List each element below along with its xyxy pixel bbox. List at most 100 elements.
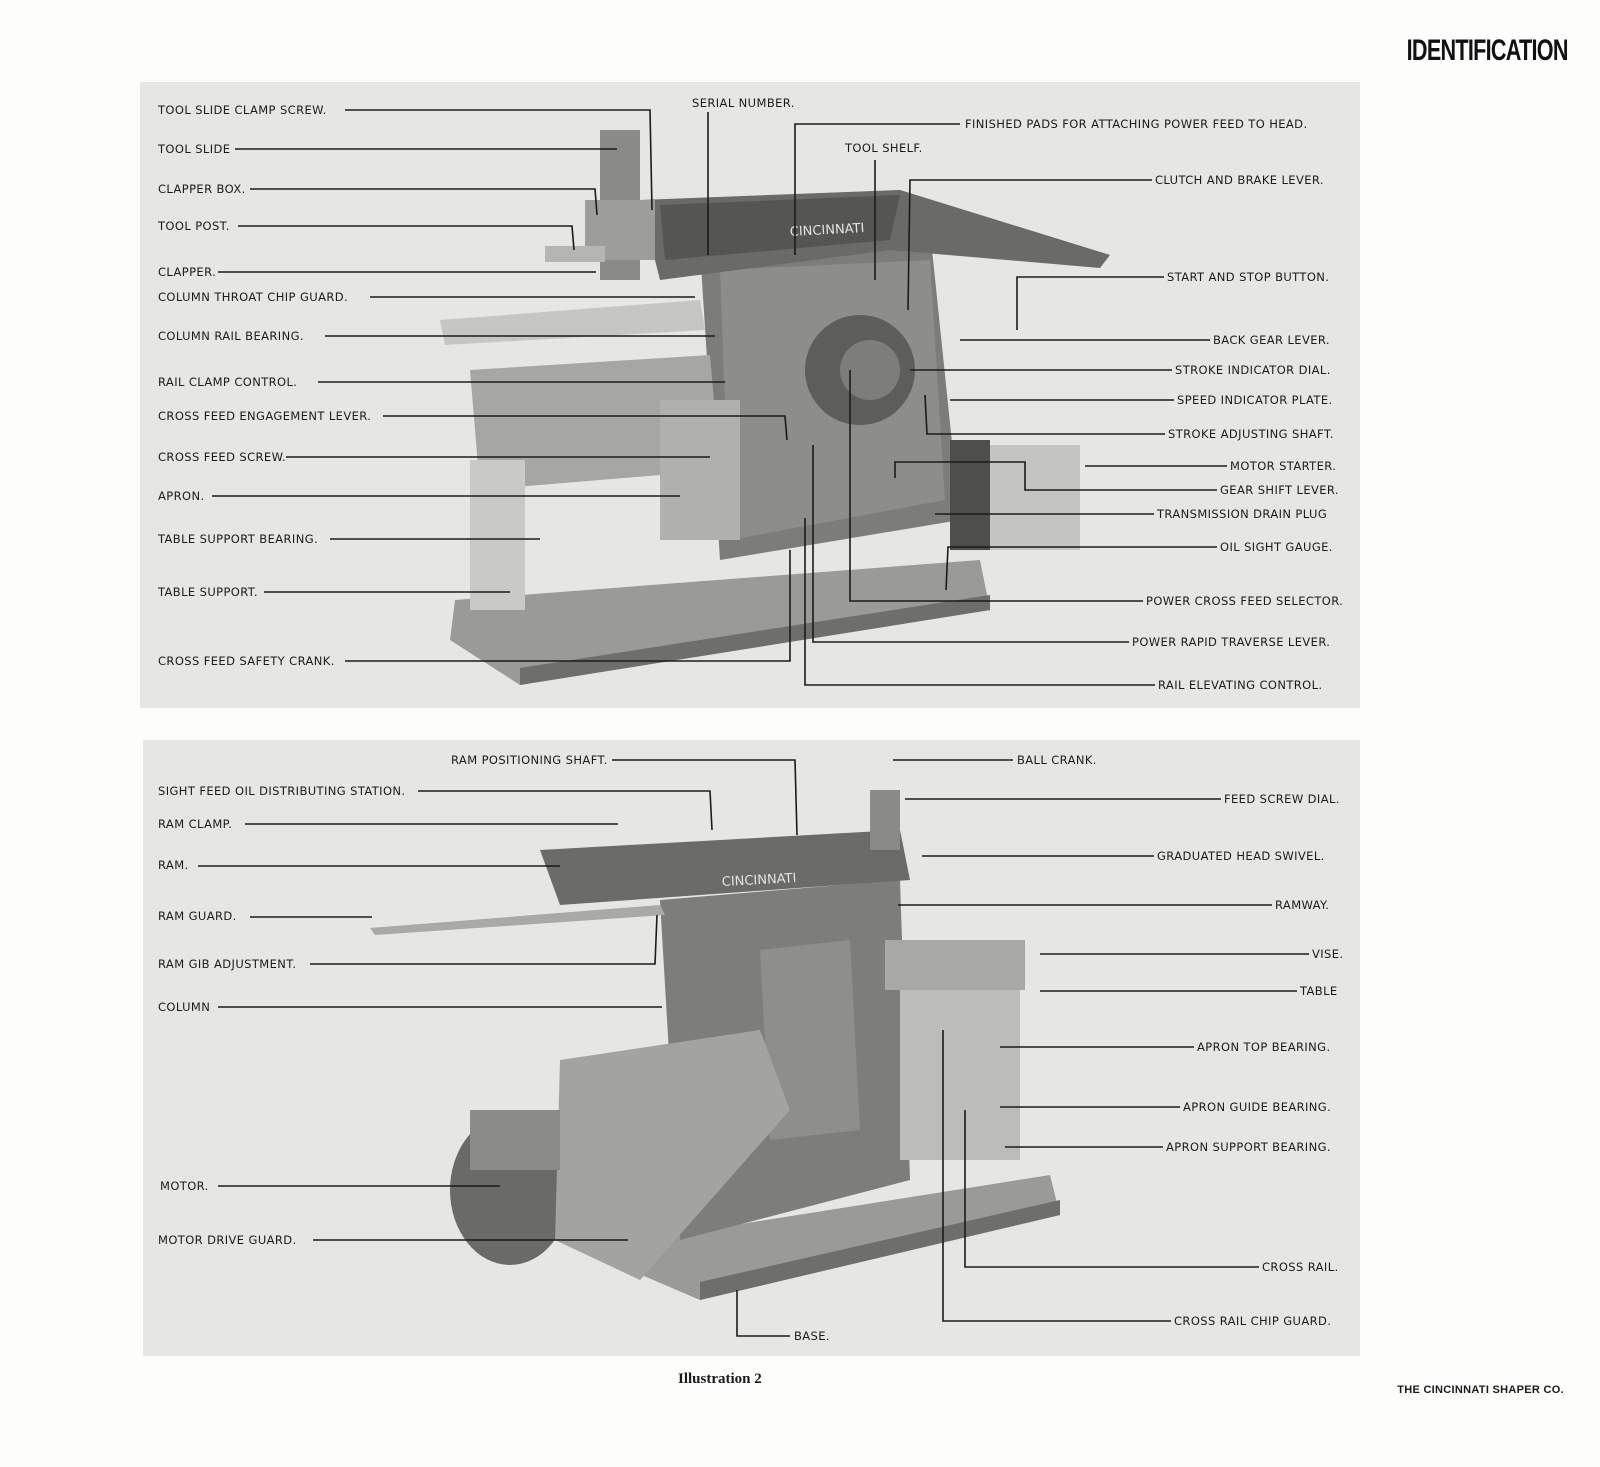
publisher-footer: THE CINCINNATI SHAPER CO. [1397, 1384, 1564, 1396]
callout-ram-gib-adjustment: RAM GIB ADJUSTMENT. [158, 914, 658, 971]
svg-text:APRON GUIDE BEARING.: APRON GUIDE BEARING. [1183, 1100, 1331, 1114]
svg-text:CLUTCH AND BRAKE LEVER.: CLUTCH AND BRAKE LEVER. [1155, 173, 1324, 187]
svg-text:GEAR SHIFT LEVER.: GEAR SHIFT LEVER. [1220, 483, 1339, 497]
callout-tool-shelf: TOOL SHELF. [844, 141, 923, 280]
callout-cross-feed-engagement-lever: CROSS FEED ENGAGEMENT LEVER. [158, 409, 788, 441]
callout-ram-positioning-shaft: RAM POSITIONING SHAFT. [451, 753, 798, 836]
svg-text:COLUMN THROAT CHIP GUARD.: COLUMN THROAT CHIP GUARD. [158, 290, 348, 304]
callout-table: TABLE [1040, 984, 1338, 998]
callout-power-rapid-traverse-lever: POWER RAPID TRAVERSE LEVER. [812, 445, 1330, 649]
svg-text:VISE.: VISE. [1312, 947, 1343, 961]
callout-oil-sight-gauge: OIL SIGHT GAUGE. [945, 540, 1333, 591]
svg-text:SERIAL NUMBER.: SERIAL NUMBER. [692, 96, 795, 110]
callout-rail-clamp-control: RAIL CLAMP CONTROL. [158, 375, 725, 389]
callout-apron-support-bearing: APRON SUPPORT BEARING. [1005, 1140, 1331, 1154]
svg-text:CLAPPER BOX.: CLAPPER BOX. [158, 182, 246, 196]
bottom-nameplate: CINCINNATI [721, 871, 796, 890]
callout-ram: RAM. [158, 858, 560, 872]
svg-text:CROSS RAIL CHIP GUARD.: CROSS RAIL CHIP GUARD. [1174, 1314, 1331, 1328]
svg-text:RAM GIB ADJUSTMENT.: RAM GIB ADJUSTMENT. [158, 957, 296, 971]
svg-text:BASE.: BASE. [794, 1329, 830, 1343]
svg-text:SIGHT FEED OIL DISTRIBUTING ST: SIGHT FEED OIL DISTRIBUTING STATION. [158, 784, 405, 798]
callout-serial-number: SERIAL NUMBER. [692, 96, 795, 255]
callout-apron-guide-bearing: APRON GUIDE BEARING. [1000, 1100, 1331, 1114]
svg-text:POWER CROSS FEED SELECTOR.: POWER CROSS FEED SELECTOR. [1146, 594, 1343, 608]
svg-text:MOTOR DRIVE GUARD.: MOTOR DRIVE GUARD. [158, 1233, 297, 1247]
svg-text:COLUMN: COLUMN [158, 1000, 210, 1014]
svg-text:RAM GUARD.: RAM GUARD. [158, 909, 237, 923]
callout-clapper-box: CLAPPER BOX. [158, 182, 598, 216]
svg-text:FINISHED PADS FOR ATTACHING PO: FINISHED PADS FOR ATTACHING POWER FEED T… [965, 117, 1308, 131]
callout-finished-pads: FINISHED PADS FOR ATTACHING POWER FEED T… [794, 117, 1308, 255]
callout-apron-top-bearing: APRON TOP BEARING. [1000, 1040, 1331, 1054]
svg-text:TOOL POST.: TOOL POST. [157, 219, 230, 233]
svg-text:GRADUATED HEAD SWIVEL.: GRADUATED HEAD SWIVEL. [1157, 849, 1325, 863]
svg-text:RAM CLAMP.: RAM CLAMP. [158, 817, 232, 831]
callout-stroke-indicator-dial: STROKE INDICATOR DIAL. [910, 363, 1331, 377]
callout-apron: APRON. [158, 489, 680, 503]
svg-text:TABLE SUPPORT.: TABLE SUPPORT. [157, 585, 258, 599]
svg-text:TOOL SLIDE CLAMP SCREW.: TOOL SLIDE CLAMP SCREW. [157, 103, 327, 117]
svg-text:TABLE: TABLE [1299, 984, 1338, 998]
svg-text:CROSS FEED SCREW.: CROSS FEED SCREW. [158, 450, 286, 464]
callout-clutch-and-brake-lever: CLUTCH AND BRAKE LEVER. [907, 173, 1324, 311]
callout-column: COLUMN [158, 1000, 662, 1014]
svg-text:STROKE ADJUSTING SHAFT.: STROKE ADJUSTING SHAFT. [1168, 427, 1334, 441]
svg-text:APRON SUPPORT BEARING.: APRON SUPPORT BEARING. [1166, 1140, 1331, 1154]
callout-ball-crank: BALL CRANK. [893, 753, 1096, 767]
svg-text:CLAPPER.: CLAPPER. [158, 265, 216, 279]
svg-text:TOOL SHELF.: TOOL SHELF. [844, 141, 923, 155]
svg-text:RAMWAY.: RAMWAY. [1275, 898, 1329, 912]
svg-text:CROSS RAIL.: CROSS RAIL. [1262, 1260, 1339, 1274]
svg-text:RAM.: RAM. [158, 858, 189, 872]
callout-base: BASE. [736, 1290, 830, 1343]
callout-transmission-drain-plug: TRANSMISSION DRAIN PLUG [935, 507, 1327, 521]
illustration-caption: Illustration 2 [678, 1371, 762, 1387]
callout-power-cross-feed-selector: POWER CROSS FEED SELECTOR. [849, 370, 1343, 608]
svg-text:POWER RAPID TRAVERSE LEVER.: POWER RAPID TRAVERSE LEVER. [1132, 635, 1330, 649]
svg-text:RAIL ELEVATING CONTROL.: RAIL ELEVATING CONTROL. [1158, 678, 1323, 692]
svg-text:APRON TOP BEARING.: APRON TOP BEARING. [1197, 1040, 1331, 1054]
callout-clapper: CLAPPER. [158, 265, 596, 279]
callout-motor-starter: MOTOR STARTER. [1085, 459, 1336, 473]
svg-text:FEED SCREW DIAL.: FEED SCREW DIAL. [1224, 792, 1340, 806]
callout-gear-shift-lever: GEAR SHIFT LEVER. [894, 461, 1339, 497]
svg-text:TABLE SUPPORT BEARING.: TABLE SUPPORT BEARING. [157, 532, 318, 546]
svg-text:APRON.: APRON. [158, 489, 205, 503]
callout-table-support: TABLE SUPPORT. [157, 585, 510, 599]
callout-table-support-bearing: TABLE SUPPORT BEARING. [157, 532, 540, 546]
svg-text:RAM POSITIONING SHAFT.: RAM POSITIONING SHAFT. [451, 753, 608, 767]
svg-text:RAIL CLAMP CONTROL.: RAIL CLAMP CONTROL. [158, 375, 297, 389]
callout-cross-feed-screw: CROSS FEED SCREW. [158, 450, 710, 464]
callout-vise: VISE. [1040, 947, 1343, 961]
callout-cross-rail-chip-guard: CROSS RAIL CHIP GUARD. [942, 1030, 1331, 1328]
callout-feed-screw-dial: FEED SCREW DIAL. [905, 792, 1340, 806]
callout-ramway: RAMWAY. [898, 898, 1329, 912]
callout-sight-feed-oil-distributing-station: SIGHT FEED OIL DISTRIBUTING STATION. [158, 784, 713, 831]
callout-cross-rail: CROSS RAIL. [964, 1110, 1339, 1274]
svg-text:OIL SIGHT GAUGE.: OIL SIGHT GAUGE. [1220, 540, 1333, 554]
svg-text:CROSS FEED SAFETY CRANK.: CROSS FEED SAFETY CRANK. [158, 654, 335, 668]
svg-text:START AND STOP BUTTON.: START AND STOP BUTTON. [1167, 270, 1329, 284]
svg-text:STROKE INDICATOR DIAL.: STROKE INDICATOR DIAL. [1175, 363, 1331, 377]
callout-cross-feed-safety-crank: CROSS FEED SAFETY CRANK. [158, 550, 791, 668]
callout-start-and-stop-button: START AND STOP BUTTON. [1016, 270, 1329, 330]
callout-graduated-head-swivel: GRADUATED HEAD SWIVEL. [922, 849, 1325, 863]
page-heading: IDENTIFICATION [1406, 34, 1569, 67]
callout-back-gear-lever: BACK GEAR LEVER. [960, 333, 1330, 347]
callout-motor: MOTOR. [160, 1179, 500, 1193]
svg-text:CROSS FEED ENGAGEMENT LEVER.: CROSS FEED ENGAGEMENT LEVER. [158, 409, 371, 423]
callout-motor-drive-guard: MOTOR DRIVE GUARD. [158, 1233, 628, 1247]
svg-text:BACK GEAR LEVER.: BACK GEAR LEVER. [1213, 333, 1330, 347]
callout-tool-slide: TOOL SLIDE [157, 142, 617, 156]
callout-ram-guard: RAM GUARD. [158, 909, 372, 923]
svg-text:SPEED INDICATOR PLATE.: SPEED INDICATOR PLATE. [1177, 393, 1333, 407]
bottom-shaper-machine-image: CINCINNATI [370, 790, 1060, 1300]
callout-ram-clamp: RAM CLAMP. [158, 817, 618, 831]
callout-column-throat-chip-guard: COLUMN THROAT CHIP GUARD. [158, 290, 695, 304]
top-nameplate: CINCINNATI [789, 221, 864, 240]
callout-stroke-adjusting-shaft: STROKE ADJUSTING SHAFT. [924, 394, 1334, 441]
svg-text:TOOL SLIDE: TOOL SLIDE [157, 142, 230, 156]
svg-text:MOTOR.: MOTOR. [160, 1179, 209, 1193]
callout-tool-post: TOOL POST. [157, 219, 575, 251]
